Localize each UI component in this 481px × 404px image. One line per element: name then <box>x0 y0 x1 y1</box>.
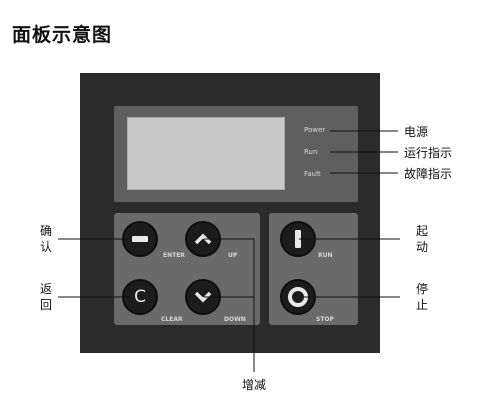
up-button-label: UP <box>228 252 238 259</box>
callout-stop: 停止 <box>415 282 428 312</box>
callout-fault-indicator: 故障指示 <box>404 167 453 181</box>
diagram-title: 面板示意图 <box>12 24 113 46</box>
run-button-label: RUN <box>318 252 333 259</box>
callout-run-indicator: 运行指示 <box>404 146 453 160</box>
callout-start: 起动 <box>415 224 428 254</box>
clear-button-label: CLEAR <box>161 316 183 323</box>
minus-icon <box>132 236 148 242</box>
callout-power: 电源 <box>404 125 429 139</box>
chevron-down-icon <box>194 291 212 303</box>
enter-button-label: ENTER <box>163 252 185 259</box>
down-button[interactable] <box>185 279 221 315</box>
run-bar-icon <box>295 230 301 248</box>
stop-button-label: STOP <box>316 316 334 323</box>
fault-indicator-label: Fault <box>304 170 321 178</box>
lcd-screen <box>127 117 285 190</box>
power-indicator-label: Power <box>304 126 326 134</box>
inc-dec-leader-up <box>204 238 255 372</box>
callout-inc-dec: 增减 <box>242 378 267 392</box>
clear-glyph: C <box>134 287 146 307</box>
run-indicator-label: Run <box>304 148 318 156</box>
callout-back: 返回 <box>39 282 52 312</box>
callout-confirm: 确认 <box>39 224 52 254</box>
chevron-up-icon <box>194 233 212 245</box>
down-button-label: DOWN <box>224 316 246 323</box>
